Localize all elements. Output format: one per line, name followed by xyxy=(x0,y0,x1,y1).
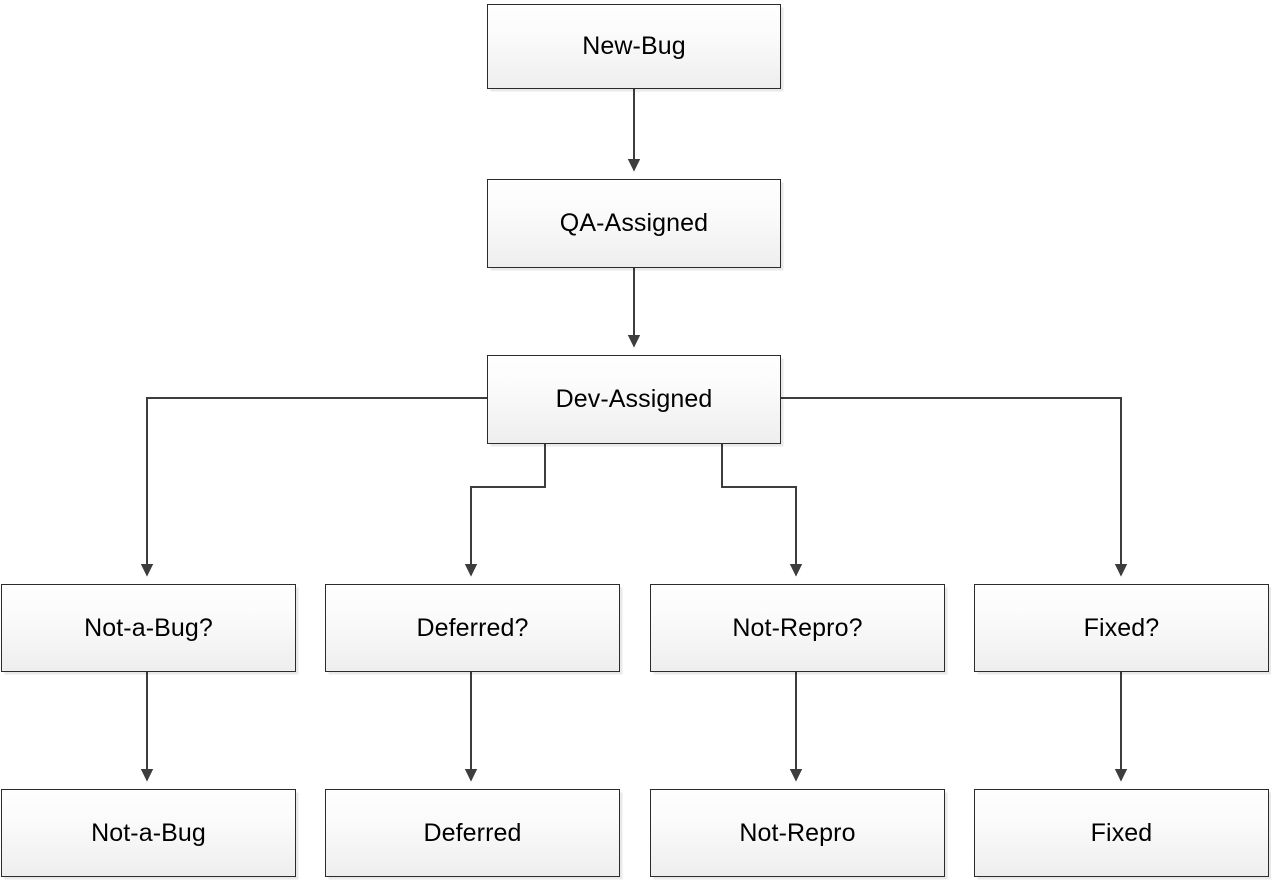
node-label-dev-assigned: Dev-Assigned xyxy=(555,385,713,413)
node-not-a-bug[interactable]: Not-a-Bug xyxy=(1,789,296,877)
node-qa-assigned[interactable]: QA-Assigned xyxy=(487,179,781,268)
node-label-not-a-bug: Not-a-Bug xyxy=(91,818,206,847)
node-label-deferred-q: Deferred? xyxy=(416,613,529,642)
node-label-new-bug: New-Bug xyxy=(582,32,686,60)
edge-e-dev-notabugq xyxy=(140,397,487,577)
node-fixed[interactable]: Fixed xyxy=(974,789,1269,877)
edge-e-dev-fixedq xyxy=(781,397,1128,577)
node-new-bug[interactable]: New-Bug xyxy=(487,4,781,89)
node-label-deferred: Deferred xyxy=(423,818,522,847)
node-not-repro[interactable]: Not-Repro xyxy=(650,789,945,877)
node-deferred-q[interactable]: Deferred? xyxy=(325,584,620,672)
node-label-fixed: Fixed xyxy=(1090,818,1153,847)
node-dev-assigned[interactable]: Dev-Assigned xyxy=(487,355,781,444)
edge-e-dev-notreproq xyxy=(721,444,803,577)
node-label-not-a-bug-q: Not-a-Bug? xyxy=(84,613,213,642)
node-not-repro-q[interactable]: Not-Repro? xyxy=(650,584,945,672)
node-label-not-repro: Not-Repro xyxy=(739,818,856,847)
node-deferred[interactable]: Deferred xyxy=(325,789,620,877)
node-not-a-bug-q[interactable]: Not-a-Bug? xyxy=(1,584,296,672)
node-label-qa-assigned: QA-Assigned xyxy=(559,209,709,237)
edge-e-dev-deferredq xyxy=(464,444,546,577)
node-label-fixed-q: Fixed? xyxy=(1083,613,1160,642)
node-label-not-repro-q: Not-Repro? xyxy=(732,613,863,642)
node-fixed-q[interactable]: Fixed? xyxy=(974,584,1269,672)
